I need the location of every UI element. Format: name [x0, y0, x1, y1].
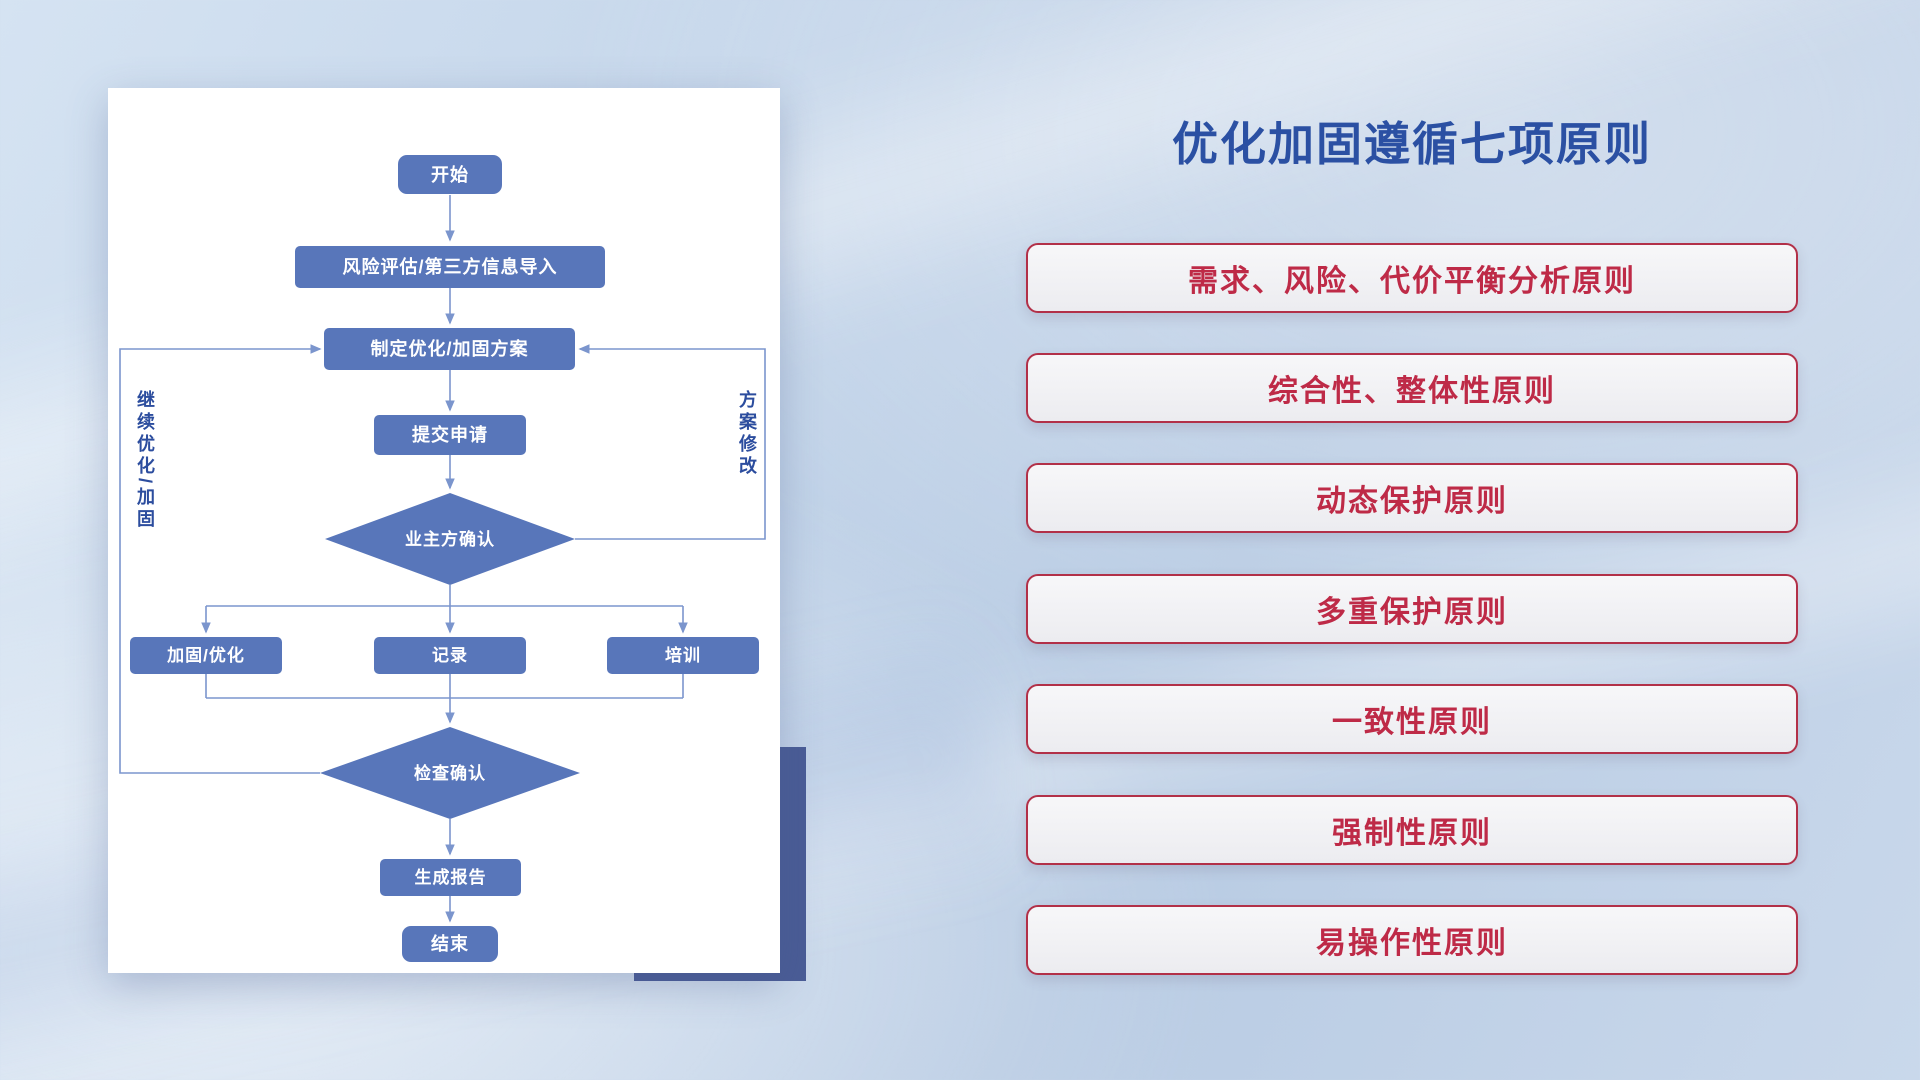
principle-item-4: 多重保护原则 — [1026, 574, 1798, 644]
principle-item-2: 综合性、整体性原则 — [1026, 353, 1798, 423]
flowchart-connectors — [119, 195, 766, 923]
flowchart-card: 开始 风险评估/第三方信息导入 制定优化/加固方案 提交申请 业主方确认 加固/… — [108, 88, 780, 973]
principle-label-1: 需求、风险、代价平衡分析原则 — [1188, 265, 1636, 298]
flowchart-node-report: 生成报告 — [380, 859, 521, 896]
principle-item-5: 一致性原则 — [1026, 684, 1798, 754]
principle-item-6: 强制性原则 — [1026, 795, 1798, 865]
panel-title: 优化加固遵循七项原则 — [1172, 118, 1652, 170]
loop-label-continue-optimize: 继续优化/加固 — [135, 390, 155, 532]
principle-label-3: 动态保护原则 — [1316, 485, 1508, 518]
principle-label-4: 多重保护原则 — [1316, 596, 1508, 629]
principle-item-1: 需求、风险、代价平衡分析原则 — [1026, 243, 1798, 313]
flowchart-node-end: 结束 — [402, 926, 498, 962]
flowchart-node-start: 开始 — [398, 155, 502, 194]
flowchart-node-risk-import: 风险评估/第三方信息导入 — [295, 246, 605, 288]
loop-label-plan-revision: 方案修改 — [737, 390, 757, 478]
principle-label-5: 一致性原则 — [1332, 706, 1492, 739]
principle-label-7: 易操作性原则 — [1316, 927, 1508, 960]
principle-label-2: 综合性、整体性原则 — [1268, 375, 1556, 408]
principle-item-3: 动态保护原则 — [1026, 463, 1798, 533]
flowchart-node-submit: 提交申请 — [374, 415, 526, 455]
flowchart-node-make-plan: 制定优化/加固方案 — [324, 328, 575, 370]
principles-panel: 优化加固遵循七项原则 需求、风险、代价平衡分析原则 综合性、整体性原则 动态保护… — [1026, 0, 1798, 1080]
principle-item-7: 易操作性原则 — [1026, 905, 1798, 975]
flowchart-node-record: 记录 — [374, 637, 526, 674]
flowchart-node-harden: 加固/优化 — [130, 637, 282, 674]
flowchart-node-training: 培训 — [607, 637, 759, 674]
principle-label-6: 强制性原则 — [1332, 817, 1492, 850]
